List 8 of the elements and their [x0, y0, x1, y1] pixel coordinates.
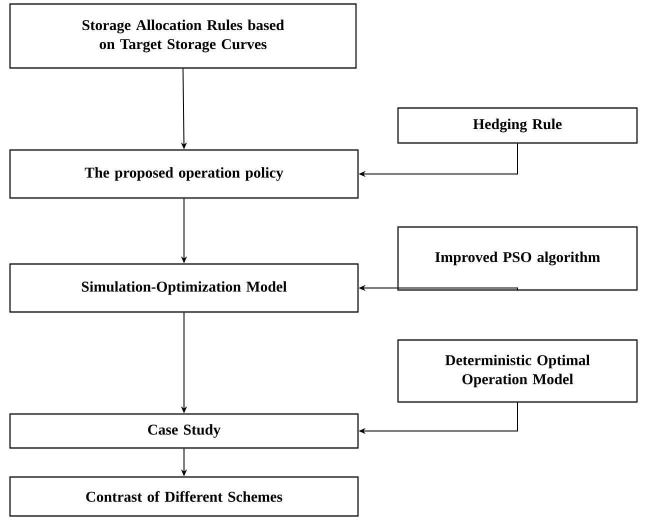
process-box: Improved PSO algorithm [397, 226, 638, 291]
process-box: Simulation-Optimization Model [9, 263, 359, 313]
process-box: Storage Allocation Rules based on Target Storage Curves [9, 3, 357, 69]
process-box: Case Study [9, 413, 359, 449]
process-box: The proposed operation policy [9, 149, 359, 199]
process-box: Hedging Rule [397, 107, 638, 144]
process-box: Contrast of Different Schemes [9, 476, 359, 517]
process-box: Deterministic Optimal Operation Model [397, 339, 638, 403]
